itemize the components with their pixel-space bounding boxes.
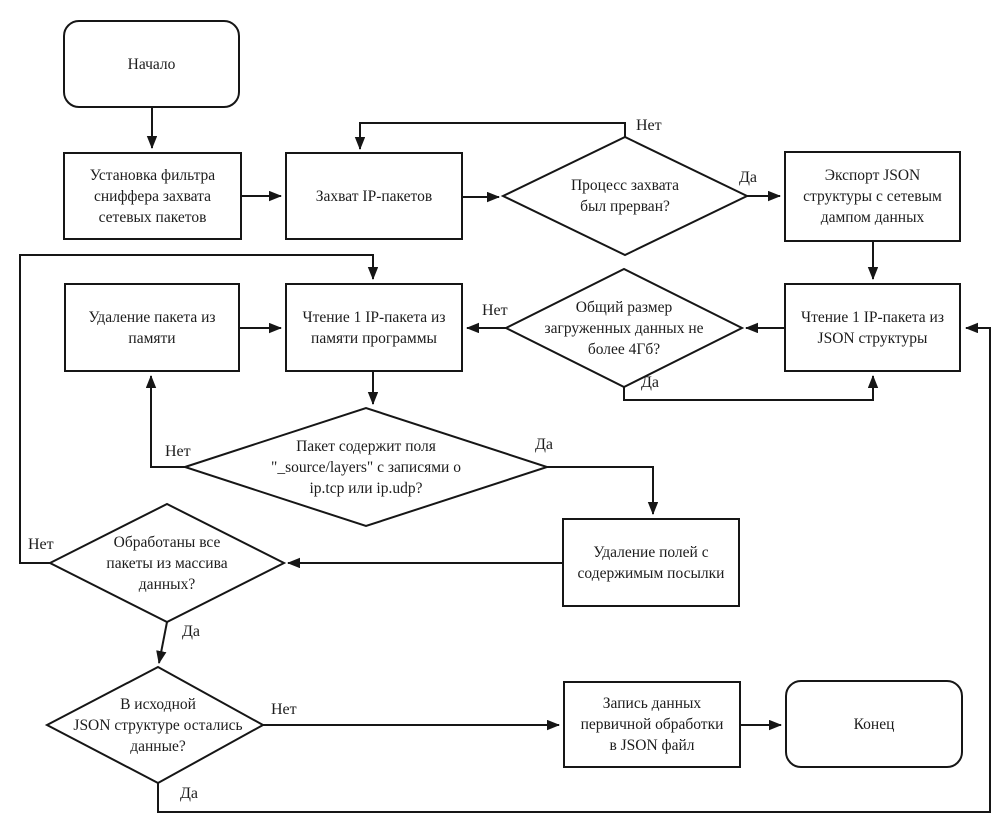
node-capture: Захват IP-пакетов <box>285 152 463 240</box>
edge-label-yes-json-remaining: Да <box>180 785 199 802</box>
edge-label-no-size-check: Нет <box>482 302 508 319</box>
node-read-json: Чтение 1 IP-пакета из JSON структуры <box>784 283 961 372</box>
node-delete-fields: Удаление полей с содержимым посылки <box>562 518 740 607</box>
diamond-size-check <box>503 267 745 389</box>
node-set-filter: Установка фильтра сниффера захвата сетев… <box>63 152 242 240</box>
edge-label-no-interrupted: Нет <box>636 117 662 134</box>
edge-label-no-json-remaining: Нет <box>271 701 297 718</box>
diamond-packet-fields <box>181 406 551 528</box>
edge-json-remaining-yes-to-read-json <box>157 322 991 813</box>
node-interrupted-label: Процесс захвата был прерван? <box>570 177 680 215</box>
node-json-remaining-label: В исходной JSON структуре остались данны… <box>73 695 243 755</box>
diamond-json-remaining <box>44 665 266 785</box>
node-delete-packet: Удаление пакета из памяти <box>64 283 240 372</box>
diamond-all-processed <box>47 502 287 624</box>
edge-size-check-yes-to-read-json <box>623 375 879 401</box>
node-all-processed-label: Обработаны все пакеты из массива данных? <box>106 533 228 593</box>
edge-packet-fields-yes-to-delete-fields <box>547 466 659 515</box>
edge-label-yes-packet-fields: Да <box>535 436 554 453</box>
node-start: Начало <box>63 20 240 108</box>
node-size-check-label: Общий размер загруженных данных не более… <box>544 298 704 358</box>
edge-label-yes-size-check: Да <box>641 374 660 391</box>
edge-label-no-all-processed: Нет <box>28 536 54 553</box>
node-export-json: Экспорт JSON структуры с сетевым дампом … <box>784 151 961 242</box>
node-read-memory: Чтение 1 IP-пакета из памяти программы <box>285 283 463 372</box>
node-packet-fields-label: Пакет содержит поля "_source/layers" с з… <box>271 437 461 497</box>
edge-all-processed-yes-to-json-remaining <box>156 621 168 664</box>
edge-label-yes-interrupted: Да <box>739 169 758 186</box>
node-write-json: Запись данных первичной обработки в JSON… <box>563 681 741 768</box>
edge-interrupted-no-to-capture <box>354 122 626 150</box>
edge-label-no-packet-fields: Нет <box>165 443 191 460</box>
edge-label-yes-all-processed: Да <box>182 623 201 640</box>
edge-packet-fields-no-to-delete-packet <box>145 375 185 468</box>
diamond-interrupted <box>500 135 750 257</box>
node-end: Конец <box>785 680 963 768</box>
edge-all-processed-no-to-read-memory <box>19 254 379 564</box>
